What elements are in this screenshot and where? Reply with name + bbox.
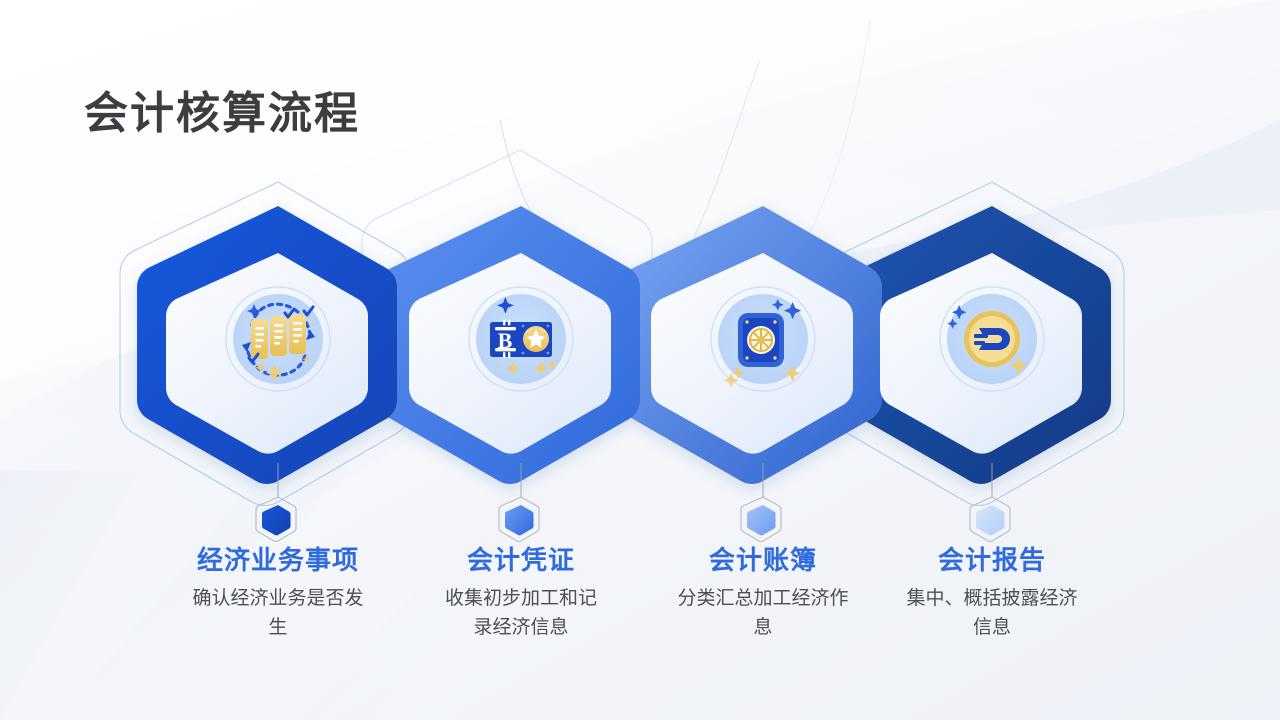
step-marker-1[interactable]: [255, 496, 297, 543]
step-marker-3[interactable]: [740, 496, 782, 543]
step-desc-3: 分类汇总加工经济作息: [677, 587, 849, 639]
step-label-2: 会计凭证 收集初步加工和记录经济信息: [406, 545, 636, 643]
step-desc-2: 收集初步加工和记录经济信息: [444, 587, 597, 639]
banknote-bitcoin-icon: B: [468, 286, 574, 392]
step-label-1: 经济业务事项 确认经济业务是否发生: [163, 545, 393, 643]
step-desc-4: 集中、概括披露经济信息: [906, 587, 1078, 639]
dash-coin-icon: [939, 286, 1045, 392]
step-desc-1: 确认经济业务是否发生: [192, 587, 364, 639]
page-title: 会计核算流程: [84, 89, 360, 138]
step-label-4: 会计报告 集中、概括披露经济信息: [877, 545, 1107, 643]
step-marker-4[interactable]: [969, 496, 1011, 543]
svg-text:B: B: [498, 328, 513, 353]
step-title-2: 会计凭证: [466, 545, 575, 575]
step-title-3: 会计账簿: [708, 545, 817, 575]
step-title-4: 会计报告: [937, 545, 1046, 575]
documents-checklist-icon: [225, 286, 331, 392]
safe-vault-icon: [710, 286, 816, 392]
step-marker-2[interactable]: [498, 496, 540, 543]
step-title-1: 经济业务事项: [196, 545, 359, 575]
step-label-3: 会计账簿 分类汇总加工经济作息: [648, 545, 878, 643]
